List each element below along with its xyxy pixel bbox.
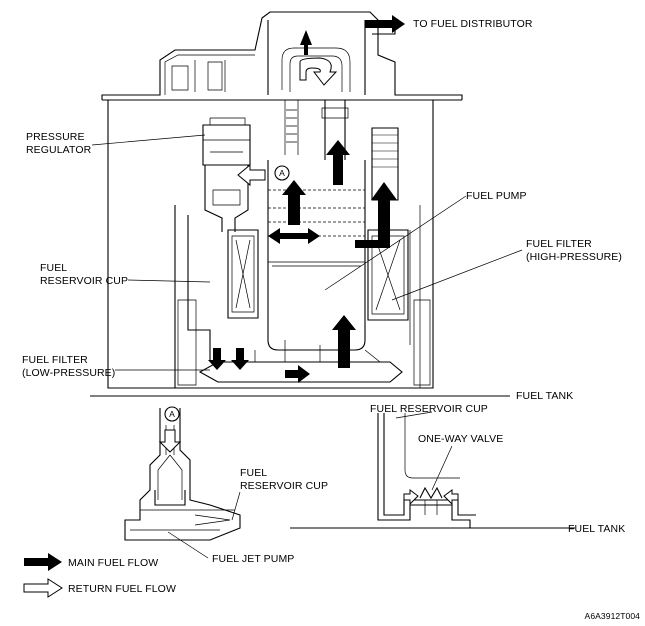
label-fuel-filter-low-1: FUEL FILTER [22,354,88,366]
legend: MAIN FUEL FLOW RETURN FUEL FLOW [23,553,176,598]
label-fuel-tank-lower: FUEL TANK [568,523,625,535]
legend-main-flow-arrow [24,553,62,571]
main-flow-arrows [208,15,405,383]
label-fuel-filter-high-2: (HIGH-PRESSURE) [526,251,622,263]
callout-a-main: A [279,168,285,178]
arrow-right-distributor [365,15,405,33]
label-jet-reservoir-cup-1: FUEL [240,467,267,479]
arrow-down-1 [208,348,226,370]
arrow-up-center [326,140,350,185]
label-fuel-pump: FUEL PUMP [466,190,527,202]
label-fuel-reservoir-cup-1: FUEL [40,262,67,274]
label-fuel-jet-pump: FUEL JET PUMP [212,553,294,565]
label-one-way-valve: ONE-WAY VALVE [418,433,503,445]
label-fuel-reservoir-cup-right: FUEL RESERVOIR CUP [370,403,488,415]
label-to-fuel-distributor: TO FUEL DISTRIBUTOR [413,18,533,30]
arrow-right-bottom [285,365,310,383]
label-fuel-tank-upper: FUEL TANK [516,390,573,402]
label-fuel-filter-low-2: (LOW-PRESSURE) [22,367,115,379]
label-pressure-regulator-1: PRESSURE [26,131,85,143]
label-jet-reservoir-cup-2: RESERVOIR CUP [240,480,328,492]
label-pressure-regulator-2: REGULATOR [26,144,92,156]
arrow-filter-up [355,182,397,248]
arrow-up-bottom [332,315,356,368]
arrow-pump-left-right [268,228,320,244]
legend-return-flow-arrow [23,578,63,598]
one-way-valve-detail [290,413,575,529]
callout-a-detail: A [169,409,175,419]
arrow-down-2 [231,348,249,370]
labels: TO FUEL DISTRIBUTOR PRESSURE REGULATOR F… [22,18,625,565]
label-fuel-reservoir-cup-2: RESERVOIR CUP [40,275,128,287]
legend-main-fuel-flow: MAIN FUEL FLOW [68,557,158,569]
jet-pump-detail: A [124,406,241,541]
leader-lines [91,134,523,559]
arrow-up-outlet [300,30,312,55]
label-fuel-filter-high-1: FUEL FILTER [526,238,592,250]
figure-code: A6A3912T004 [585,611,641,621]
return-flow-arrows [237,57,338,187]
arrow-pump-up [282,180,306,225]
legend-return-fuel-flow: RETURN FUEL FLOW [68,583,176,595]
